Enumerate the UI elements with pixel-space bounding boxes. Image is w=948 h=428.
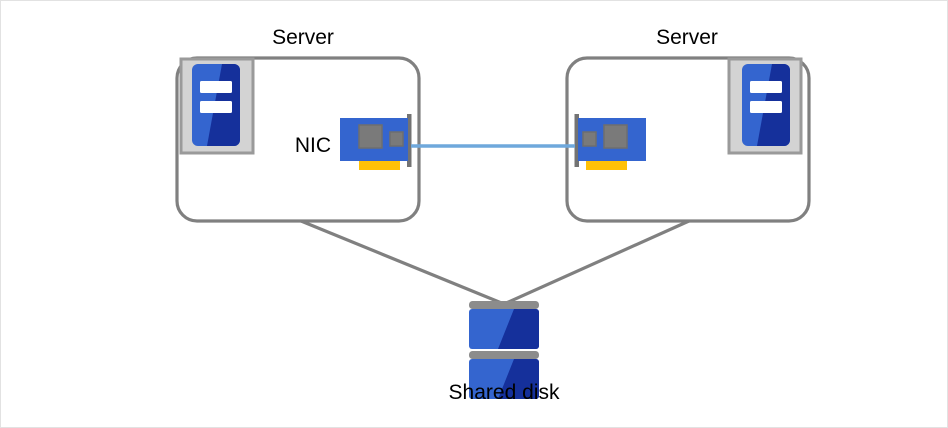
storage-link-left <box>300 219 505 306</box>
disk-stack-icon[interactable] <box>469 301 539 399</box>
server-tower-icon-right <box>727 57 803 155</box>
shared-disk-label: Shared disk <box>448 381 560 404</box>
server-left-label: Server <box>272 26 334 49</box>
server-tower-icon-left <box>179 57 255 155</box>
nic-label: NIC <box>294 134 331 157</box>
storage-link-right <box>503 219 690 306</box>
nic-card-icon-right[interactable] <box>574 114 647 170</box>
nic-card-icon-left[interactable] <box>340 114 412 170</box>
server-right-label: Server <box>656 26 718 49</box>
